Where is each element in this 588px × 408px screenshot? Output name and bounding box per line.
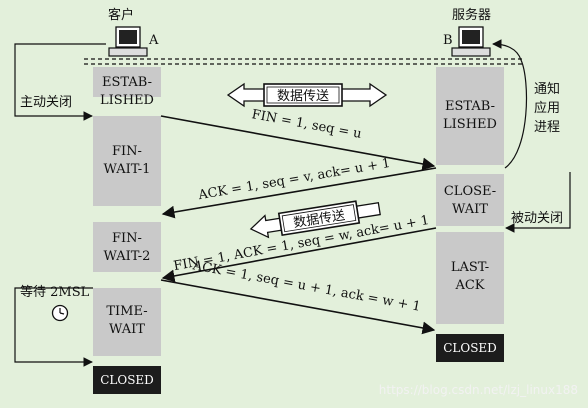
client-tw-line1: TIME- <box>106 304 147 319</box>
message-fin-label: FIN = 1, seq = u <box>250 107 362 142</box>
passive-close-arrow <box>505 172 571 233</box>
active-close-label: 主动关闭 <box>20 95 72 110</box>
notify-label-line3: 进程 <box>534 120 560 135</box>
client-state-fin-wait-2 <box>93 222 161 272</box>
client-label: 客户 <box>108 7 134 23</box>
message-ack-arrow <box>161 167 437 219</box>
passive-close-label: 被动关闭 <box>511 211 563 226</box>
server-cw-line2: WAIT <box>452 202 488 217</box>
watermark-text: https://blog.csdn.net/lzj_linux188 <box>379 383 578 397</box>
client-state-fin-wait-1 <box>93 116 161 206</box>
server-state-last-ack <box>436 232 504 324</box>
client-state-time-wait <box>93 288 161 356</box>
server-state-closed <box>436 334 504 362</box>
server-tag: B <box>443 33 453 48</box>
notify-label-line1: 通知 <box>534 81 560 97</box>
client-fin2-line1: FIN- <box>112 231 142 246</box>
client-state-closed <box>93 366 161 394</box>
server-label: 服务器 <box>452 7 491 23</box>
client-fin1-line1: FIN- <box>112 144 142 159</box>
server-la-line2: ACK <box>454 278 484 293</box>
notify-app-arrow <box>492 39 528 169</box>
client-tag: A <box>148 33 159 48</box>
client-estab-line1: ESTAB- <box>102 75 152 90</box>
server-cw-line1: CLOSE- <box>444 184 496 199</box>
data-transfer-label-1: 数据传送 <box>277 89 329 104</box>
client-state-established <box>93 67 161 97</box>
server-state-close-wait <box>436 174 504 226</box>
server-computer-icon <box>451 26 491 57</box>
data-transfer-arrow-1 <box>226 82 388 108</box>
server-closed-text: CLOSED <box>443 341 497 355</box>
server-state-established <box>436 67 504 165</box>
wait-2msl-label: 等待 2MSL <box>20 284 90 300</box>
active-close-arrow <box>14 43 106 121</box>
client-fin1-line2: WAIT-1 <box>104 162 151 177</box>
client-fin2-line2: WAIT-2 <box>104 249 151 264</box>
client-computer-icon <box>108 26 148 57</box>
client-estab-line2: LISHED <box>100 93 154 108</box>
clock-icon <box>51 304 69 322</box>
notify-label-line2: 应用 <box>534 100 560 116</box>
server-estab-line1: ESTAB- <box>445 99 495 114</box>
data-transfer-arrow-2: 数据传送 <box>249 200 381 239</box>
message-fin-arrow <box>160 115 436 171</box>
wait-2msl-arrow <box>14 287 93 367</box>
client-tw-line2: WAIT <box>109 322 145 337</box>
server-la-line1: LAST- <box>451 260 489 275</box>
client-closed-text: CLOSED <box>100 373 154 387</box>
message-final-ack-arrow <box>160 279 436 335</box>
server-estab-line2: LISHED <box>443 117 497 132</box>
message-fin-ack-arrow <box>161 227 437 283</box>
